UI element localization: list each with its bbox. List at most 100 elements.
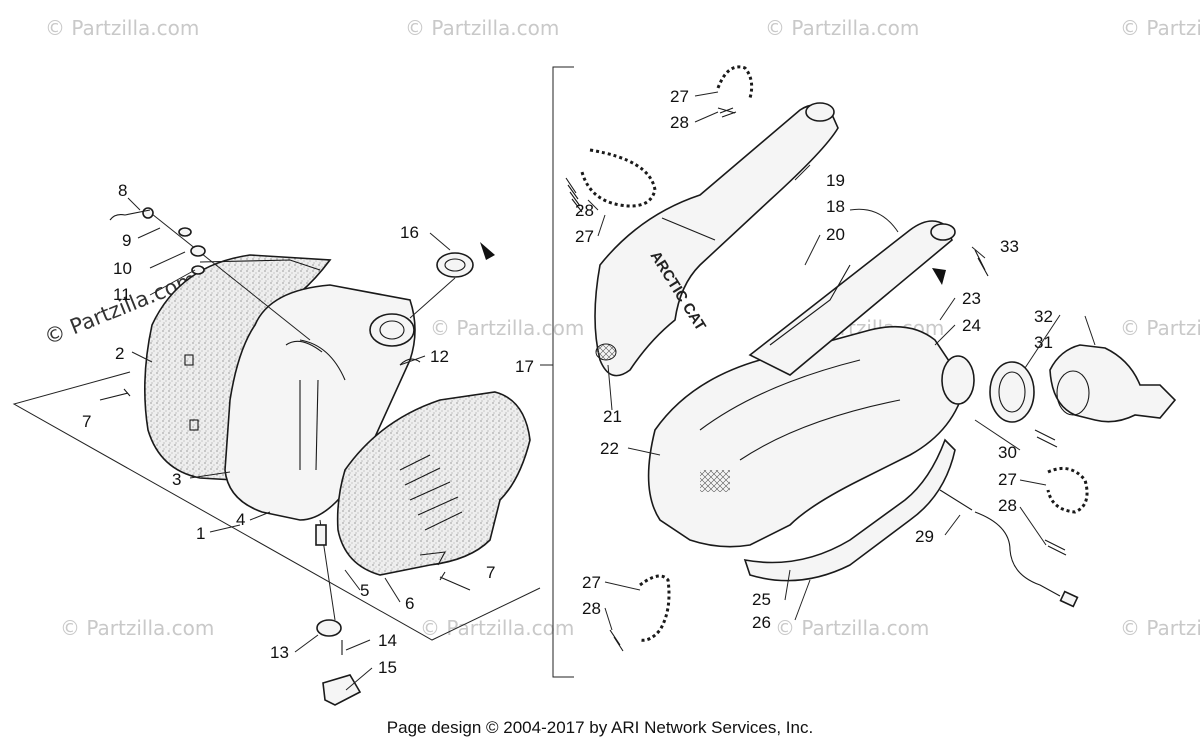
sensor-cable [974,511,1061,597]
callout-16[interactable]: 16 [400,223,419,242]
callout-33[interactable]: 33 [1000,237,1019,256]
callout-30[interactable]: 30 [998,443,1017,462]
callout-12[interactable]: 12 [430,347,449,366]
muffler-inlet [369,313,415,347]
leader [131,351,153,363]
chamber-inlet-flange [941,355,975,405]
callout-8[interactable]: 8 [118,181,127,200]
watermark: © Partzilla.com [405,16,559,40]
callout-1[interactable]: 1 [196,524,205,543]
callout-27d[interactable]: 27 [582,573,601,592]
callout-9[interactable]: 9 [122,231,131,250]
spring [974,249,989,277]
leader [604,581,641,591]
spring [1034,429,1058,448]
leader [939,297,956,321]
callout-18[interactable]: 18 [826,197,845,216]
callout-5[interactable]: 5 [360,581,369,600]
watermark: © Partzilla.com [60,616,214,640]
callout-24[interactable]: 24 [962,316,981,335]
watermark: © Partzilla.com [775,616,929,640]
callout-11[interactable]: 11 [113,285,131,304]
leader [784,569,791,601]
leader [587,199,599,211]
callout-31[interactable]: 31 [1034,333,1053,352]
bolt-shaft-leader [151,213,311,341]
callout-28d[interactable]: 28 [582,599,601,618]
leader [384,577,401,603]
leader [804,234,821,266]
shield-slot [189,419,199,431]
callout-17[interactable]: 17 [515,357,534,376]
leader [849,208,899,233]
spring-hook [399,358,421,366]
muffler-body [224,284,416,521]
callout-4[interactable]: 4 [236,510,245,529]
leader [1084,315,1096,346]
rivet [439,571,471,591]
front-heat-shield [336,391,531,576]
leader [399,355,426,366]
leader [345,667,373,691]
callout-27c[interactable]: 27 [998,470,1017,489]
muffler-rib [315,379,319,471]
watermark: © Partzilla.com [1120,316,1200,340]
callout-26[interactable]: 26 [752,613,771,632]
spring [565,177,583,213]
callout-29[interactable]: 29 [915,527,934,546]
callout-19[interactable]: 19 [826,171,845,190]
exhaust-seal [989,361,1035,423]
callout-20[interactable]: 20 [826,225,845,244]
rivet [99,388,131,401]
callout-15[interactable]: 15 [378,658,397,677]
leader [794,164,811,181]
direction-arrow [932,268,946,285]
footer-copyright: Page design © 2004-2017 by ARI Network S… [386,718,814,737]
callout-21[interactable]: 21 [603,407,622,426]
callout-23[interactable]: 23 [962,289,981,308]
silencer-tube [594,104,839,377]
silencer-seam [661,217,716,241]
leader [249,511,271,521]
callout-6[interactable]: 6 [405,594,414,613]
washer [191,265,205,275]
callout-7a[interactable]: 7 [82,412,91,431]
leader [694,91,719,97]
grommet [190,245,206,257]
callout-28b[interactable]: 28 [575,201,594,220]
retaining-chain [580,148,657,208]
silencer-outlet [805,102,835,122]
callout-25[interactable]: 25 [752,590,771,609]
callout-27b[interactable]: 27 [575,227,594,246]
shield-slot [184,354,194,366]
callout-10[interactable]: 10 [113,259,132,278]
callout-22[interactable]: 22 [600,439,619,458]
bolt-head [142,207,154,219]
callout-27a[interactable]: 27 [670,87,689,106]
watermark: © Partzilla.com [765,16,919,40]
retaining-chain [639,574,671,642]
callout-32[interactable]: 32 [1034,307,1053,326]
direction-arrow [480,242,495,260]
leader [694,111,719,123]
spring [1044,539,1067,556]
callout-28c[interactable]: 28 [998,496,1017,515]
callout-7b[interactable]: 7 [486,563,495,582]
leader [209,524,241,533]
leader [944,514,961,536]
leader [137,227,161,239]
retaining-chain [1046,466,1089,514]
leader [189,471,231,479]
leader [974,419,1021,451]
callout-2[interactable]: 2 [115,344,124,363]
mount-stud [315,524,327,546]
callout-3[interactable]: 3 [172,470,181,489]
callout-28a[interactable]: 28 [670,113,689,132]
pipe-strap [769,264,851,346]
callout-13[interactable]: 13 [270,643,289,662]
mount-bracket [322,674,362,706]
assembly-1-bracket [12,371,541,641]
spring [609,629,624,652]
leader [345,639,371,651]
callout-14[interactable]: 14 [378,631,397,650]
